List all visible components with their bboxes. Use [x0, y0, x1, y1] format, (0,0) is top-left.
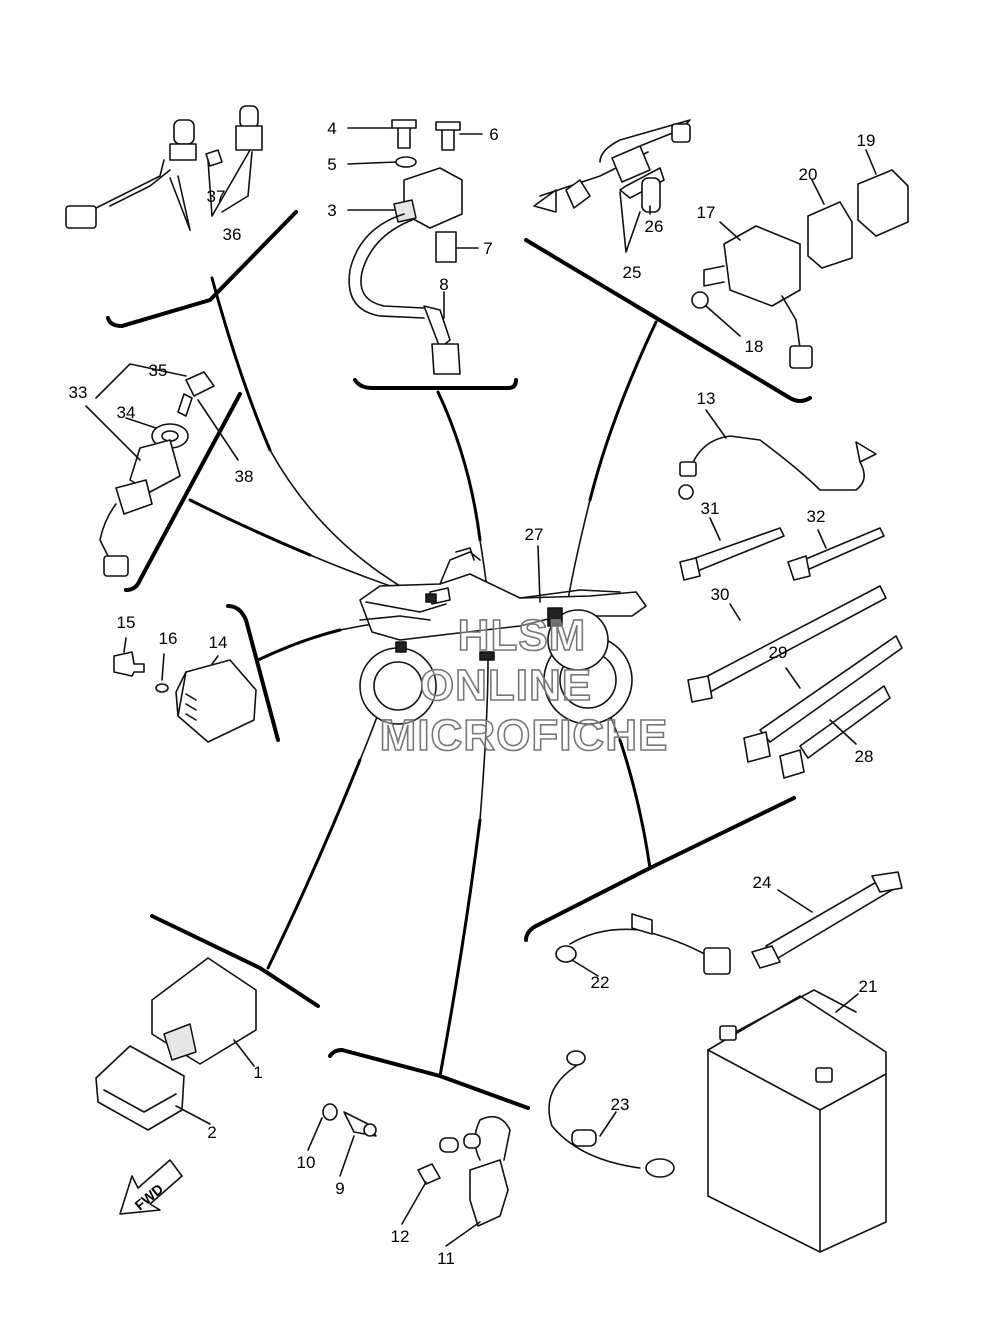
callout-12: 12	[391, 1227, 410, 1246]
callout-16: 16	[159, 629, 178, 648]
part-harness-ties	[678, 435, 903, 779]
part-ignition-coil	[348, 119, 463, 375]
callout-25: 25	[623, 263, 642, 282]
callout-8: 8	[439, 275, 448, 294]
callout-29: 29	[769, 643, 788, 662]
watermark-line-1: HLSM	[458, 611, 587, 660]
callout-11: 11	[437, 1249, 455, 1268]
callout-5: 5	[327, 155, 336, 174]
callout-4: 4	[327, 119, 336, 138]
callout-3: 3	[327, 201, 336, 220]
callout-1: 1	[253, 1063, 262, 1082]
atv-vehicle	[359, 547, 647, 725]
part-cdi-unit	[95, 957, 257, 1131]
callout-36: 36	[223, 225, 242, 244]
part-rectifier-regulator	[113, 651, 257, 743]
watermark: HLSM ONLINE MICROFICHE	[379, 610, 669, 761]
part-neutral-switch	[322, 1103, 511, 1227]
callout-34: 34	[117, 403, 136, 422]
callout-10: 10	[297, 1153, 316, 1172]
callout-17: 17	[697, 203, 716, 222]
group-brackets	[106, 210, 812, 1110]
callout-leaders	[85, 127, 877, 1247]
callout-21: 21	[859, 977, 878, 996]
fwd-arrow: FWD	[119, 1159, 183, 1215]
callout-33: 33	[69, 383, 88, 402]
callout-9: 9	[335, 1179, 344, 1198]
part-battery	[548, 871, 903, 1253]
callout-37: 37	[207, 187, 226, 206]
part-relays-sensor	[533, 119, 909, 369]
callout-15: 15	[117, 613, 136, 632]
callout-35: 35	[149, 361, 168, 380]
callout-14: 14	[209, 633, 228, 652]
part-main-switch	[99, 371, 215, 577]
callout-2: 2	[207, 1123, 216, 1142]
callout-20: 20	[799, 165, 818, 184]
callout-32: 32	[807, 507, 826, 526]
callout-6: 6	[489, 125, 498, 144]
watermark-line-3: MICROFICHE	[380, 711, 669, 760]
callout-23: 23	[611, 1095, 630, 1114]
callout-28: 28	[855, 747, 874, 766]
callout-18: 18	[745, 337, 764, 356]
callout-22: 22	[591, 973, 610, 992]
watermark-line-2: ONLINE	[420, 661, 592, 710]
callout-13: 13	[697, 389, 716, 408]
callout-31: 31	[701, 499, 720, 518]
callout-26: 26	[645, 217, 664, 236]
part-connector-36-37	[65, 105, 263, 231]
callout-24: 24	[753, 873, 772, 892]
callout-27: 27	[525, 525, 544, 544]
callout-numbers: 1 2 3 4 5 6 7 8 9 10 11 12 13 14 15 16 1…	[69, 119, 878, 1268]
callout-19: 19	[857, 131, 876, 150]
callout-7: 7	[483, 239, 492, 258]
callout-38: 38	[235, 467, 254, 486]
callout-30: 30	[711, 585, 730, 604]
